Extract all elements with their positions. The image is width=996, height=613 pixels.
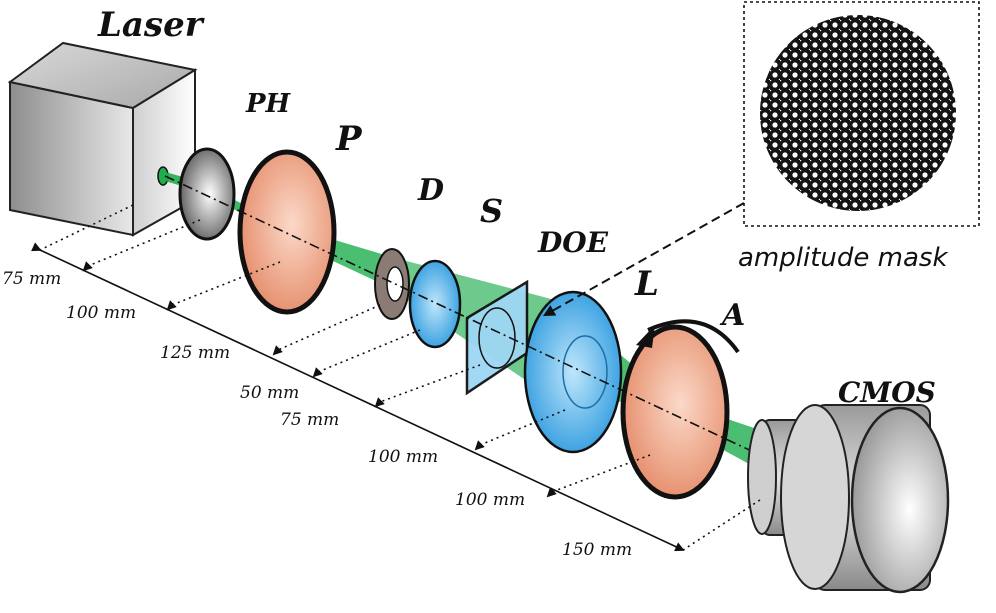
label-laser: Laser — [97, 5, 205, 45]
label-s: S — [480, 192, 503, 230]
distance-label: 50 mm — [240, 383, 299, 403]
label-cmos: CMOS — [838, 376, 936, 409]
laser-box — [7, 41, 198, 237]
pinhole-disk — [178, 147, 236, 241]
distance-label: 100 mm — [368, 447, 438, 467]
amplitude-mask-inset: amplitude mask — [542, 1, 980, 317]
label-a: A — [719, 298, 745, 333]
distance-label: 150 mm — [562, 540, 632, 560]
label-l: L — [634, 264, 659, 304]
distance-label: 125 mm — [160, 343, 230, 363]
label-p: P — [335, 119, 363, 159]
lens-p — [237, 149, 337, 315]
amplitude-mask-pattern — [760, 15, 956, 211]
mask-pointer-line — [542, 202, 745, 317]
dimension-lines — [31, 204, 761, 552]
distance-label: 75 mm — [280, 410, 339, 430]
lens-l — [620, 324, 730, 500]
label-d: D — [417, 173, 444, 208]
doe-element — [523, 290, 623, 454]
cmos-camera — [747, 404, 950, 594]
distance-label: 75 mm — [2, 269, 61, 289]
amplitude-mask-caption: amplitude mask — [738, 243, 948, 273]
optical-axis — [164, 175, 761, 456]
aperture-d — [374, 248, 462, 349]
label-doe: DOE — [537, 226, 609, 259]
label-ph: PH — [245, 89, 292, 119]
distance-label: 100 mm — [455, 490, 525, 510]
distance-label: 100 mm — [66, 303, 136, 323]
